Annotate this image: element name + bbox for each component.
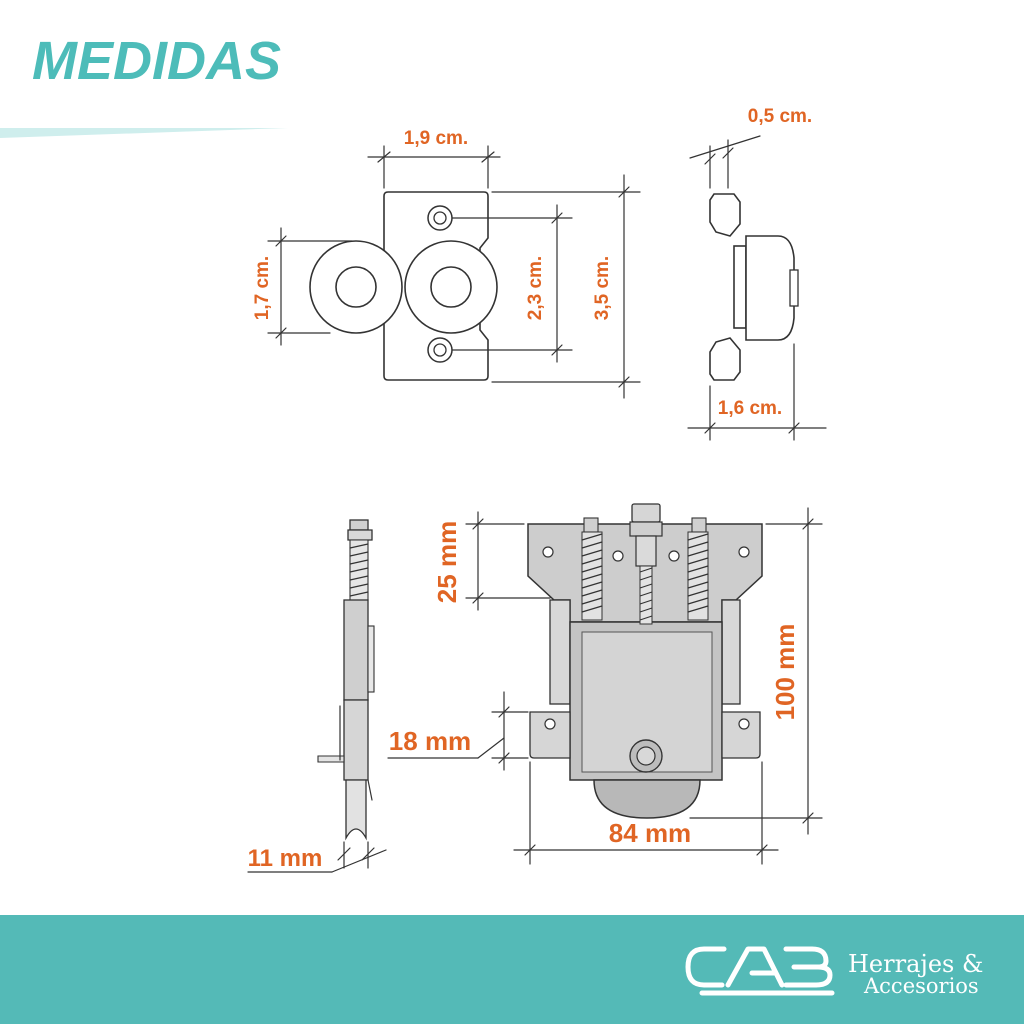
dim-wheel-height: 1,7 cm.: [252, 256, 273, 320]
brand-line2: Accesorios: [864, 974, 979, 998]
dim-full-height: 100 mm: [770, 624, 800, 721]
dim-total-height: 3,5 cm.: [592, 256, 613, 320]
dim-top-width: 1,9 cm.: [404, 128, 468, 149]
page-title: MEDIDAS: [32, 31, 282, 91]
dim-body-width: 84 mm: [609, 818, 691, 848]
dim-hole-spacing: 2,3 cm.: [525, 256, 546, 320]
bottom-side-view: [247, 519, 387, 873]
footer-bar: [0, 915, 1024, 1024]
dim-upper-height: 25 mm: [432, 521, 462, 603]
top-side-view: [687, 135, 827, 441]
dim-side-width: 11 mm: [248, 845, 323, 872]
dim-tab-height: 18 mm: [389, 726, 471, 756]
dim-plate-thickness: 0,5 cm.: [748, 106, 812, 127]
bottom-front-view: [387, 503, 823, 865]
dim-side-depth: 1,6 cm.: [718, 398, 782, 419]
title-underline: [0, 128, 288, 138]
technical-drawing: 1,9 cm. 1,7 cm. 2,3 cm. 3,5 cm. 0,5 cm. …: [247, 106, 827, 873]
cab-logo-icon: [685, 946, 835, 996]
top-front-view: [267, 145, 641, 399]
brand-line1: Herrajes &: [848, 950, 984, 978]
